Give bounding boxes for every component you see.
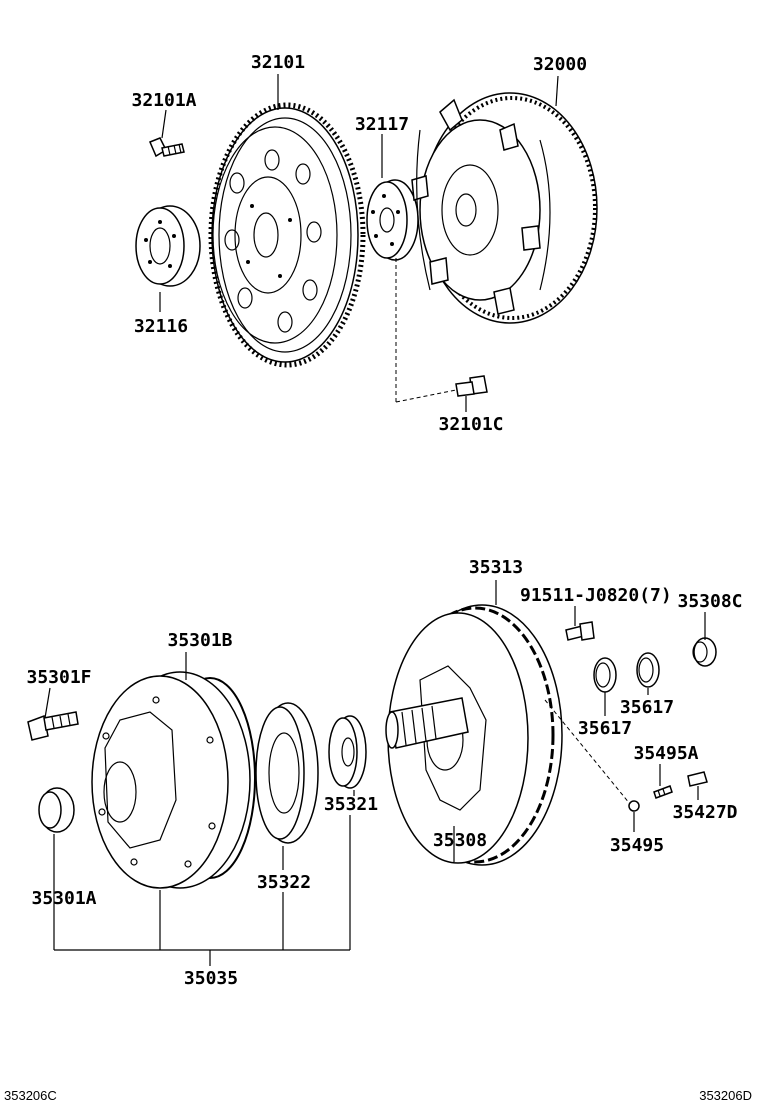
label-35617-left: 35617 <box>578 718 632 739</box>
label-32116: 32116 <box>134 316 188 337</box>
flywheel-drawing <box>208 102 366 368</box>
label-32117: 32117 <box>355 114 409 135</box>
label-35301b: 35301B <box>167 630 232 651</box>
driven-gear-drawing <box>328 715 367 789</box>
label-91511: 91511-J0820(7) <box>520 585 672 606</box>
label-35617-right: 35617 <box>620 697 674 718</box>
small-parts-drawing <box>544 699 708 812</box>
label-32101: 32101 <box>251 52 305 73</box>
footer-right-code: 353206D <box>699 1088 752 1103</box>
label-35301a: 35301A <box>31 888 96 909</box>
label-32101c: 32101C <box>438 414 503 435</box>
label-35322: 35322 <box>257 872 311 893</box>
label-35301f: 35301F <box>26 667 91 688</box>
label-32000: 32000 <box>533 54 587 75</box>
seal-rings-drawing <box>593 652 660 693</box>
label-35035: 35035 <box>184 968 238 989</box>
pump-body-drawing <box>91 671 256 889</box>
label-35308: 35308 <box>433 830 487 851</box>
bolt-91511-drawing <box>565 621 595 641</box>
label-35321: 35321 <box>324 794 378 815</box>
stator-shaft-drawing <box>385 604 563 866</box>
label-35427d: 35427D <box>672 802 737 823</box>
converter-bolt-drawing <box>455 375 488 397</box>
drive-gear-drawing <box>255 702 319 844</box>
spacer-plate-drawing <box>366 179 419 261</box>
oil-seal-drawing <box>38 787 75 833</box>
plug-drawing <box>692 637 717 667</box>
label-35495: 35495 <box>610 835 664 856</box>
label-35313: 35313 <box>469 557 523 578</box>
torque-converter-drawing <box>411 92 598 324</box>
footer-left-code: 353206C <box>4 1088 57 1103</box>
flywheel-bolt-drawing <box>149 137 185 158</box>
label-32101a: 32101A <box>131 90 196 111</box>
label-35495a: 35495A <box>633 743 698 764</box>
label-35308c: 35308C <box>677 591 742 612</box>
spacer-drawing <box>135 205 201 287</box>
pump-bolt-drawing <box>27 711 79 741</box>
top-leader-lines <box>159 74 559 412</box>
bottom-leader-lines <box>44 580 706 966</box>
